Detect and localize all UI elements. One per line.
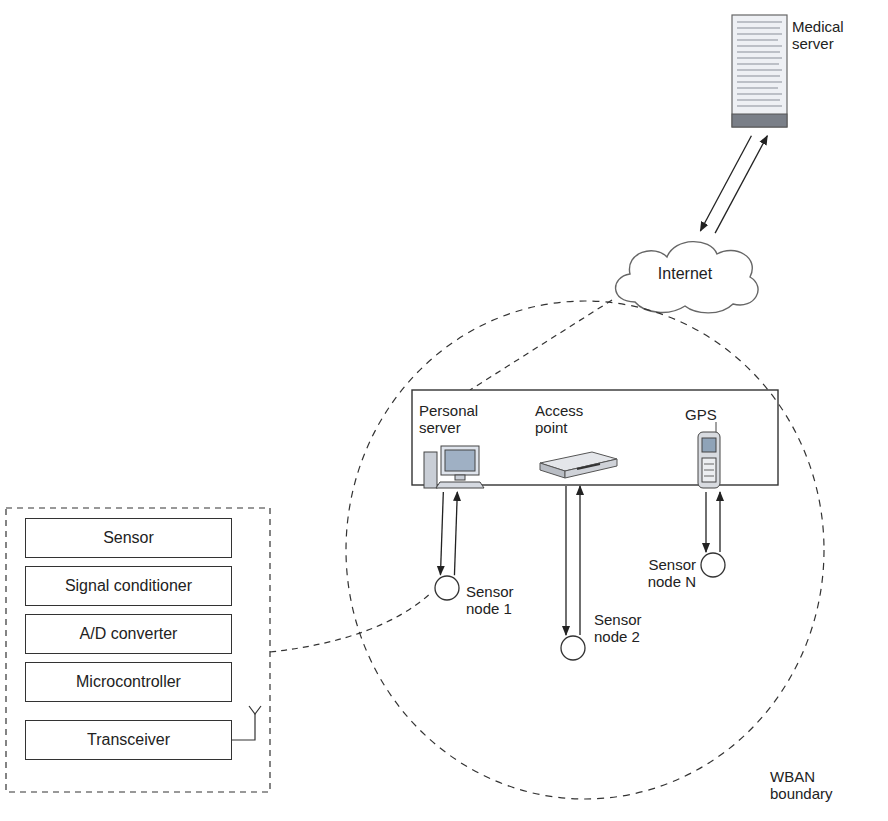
network-link: [470, 300, 612, 390]
component-box-label: Sensor: [103, 529, 154, 547]
sensor-node-housing: [6, 508, 270, 792]
sensor-node-label: Sensor node 1: [466, 583, 520, 618]
arrow-connector: [719, 492, 720, 552]
sensor-node: Sensor node N: [700, 552, 726, 578]
server-node: Medical server: [728, 12, 858, 134]
arrow-connector: [700, 136, 751, 231]
arrow-connector: [565, 486, 566, 635]
gps-device: GPS: [683, 404, 743, 490]
wban-boundary-label: WBAN boundary: [770, 768, 842, 803]
arrow-connector: [715, 136, 767, 233]
sensor-node: Sensor node 1: [434, 575, 460, 601]
gateway-panel: [412, 390, 778, 485]
access-point-icon: [540, 452, 617, 478]
access-point-label: Access point: [535, 402, 613, 437]
arrow-connector: [440, 492, 443, 575]
sensor-node-outline: [560, 635, 586, 661]
access-point: Access point: [531, 398, 615, 484]
arrow-connector: [705, 492, 706, 552]
internet-cloud-label: Internet: [658, 265, 712, 283]
sensor-node-label: Sensor node N: [640, 556, 696, 591]
sensor-node-outline: [700, 552, 726, 578]
component-box: Sensor: [25, 518, 232, 558]
arrow-connector: [579, 486, 580, 635]
component-box-label: Microcontroller: [76, 673, 181, 691]
personal-server-label: Personal server: [419, 402, 485, 437]
component-box-label: Signal conditioner: [65, 577, 192, 595]
antenna-symbol: [232, 706, 261, 740]
wban-boundary-outline: [345, 300, 825, 800]
sensor-node: Sensor node 2: [560, 635, 586, 661]
wban-boundary: WBAN boundaryPersonal serverAccess point…: [345, 300, 825, 800]
server-icon: [732, 15, 787, 127]
component-box-label: Transceiver: [87, 731, 170, 749]
gps-device-label: GPS: [685, 406, 735, 423]
leader-line: [270, 592, 432, 652]
component-box: Microcontroller: [25, 662, 232, 702]
gps-phone-icon: [698, 422, 720, 488]
sensor-node-outline: [434, 575, 460, 601]
sensor-node-label: Sensor node 2: [594, 611, 648, 646]
computer-icon: [424, 446, 484, 488]
component-box-label: A/D converter: [80, 625, 178, 643]
personal-server: Personal server: [415, 398, 489, 490]
arrow-connector: [454, 492, 457, 575]
server-node-label: Medical server: [792, 18, 858, 53]
internet-cloud: Internet: [605, 232, 765, 317]
component-box: Transceiver: [25, 720, 232, 760]
component-box: Signal conditioner: [25, 566, 232, 606]
component-box: A/D converter: [25, 614, 232, 654]
